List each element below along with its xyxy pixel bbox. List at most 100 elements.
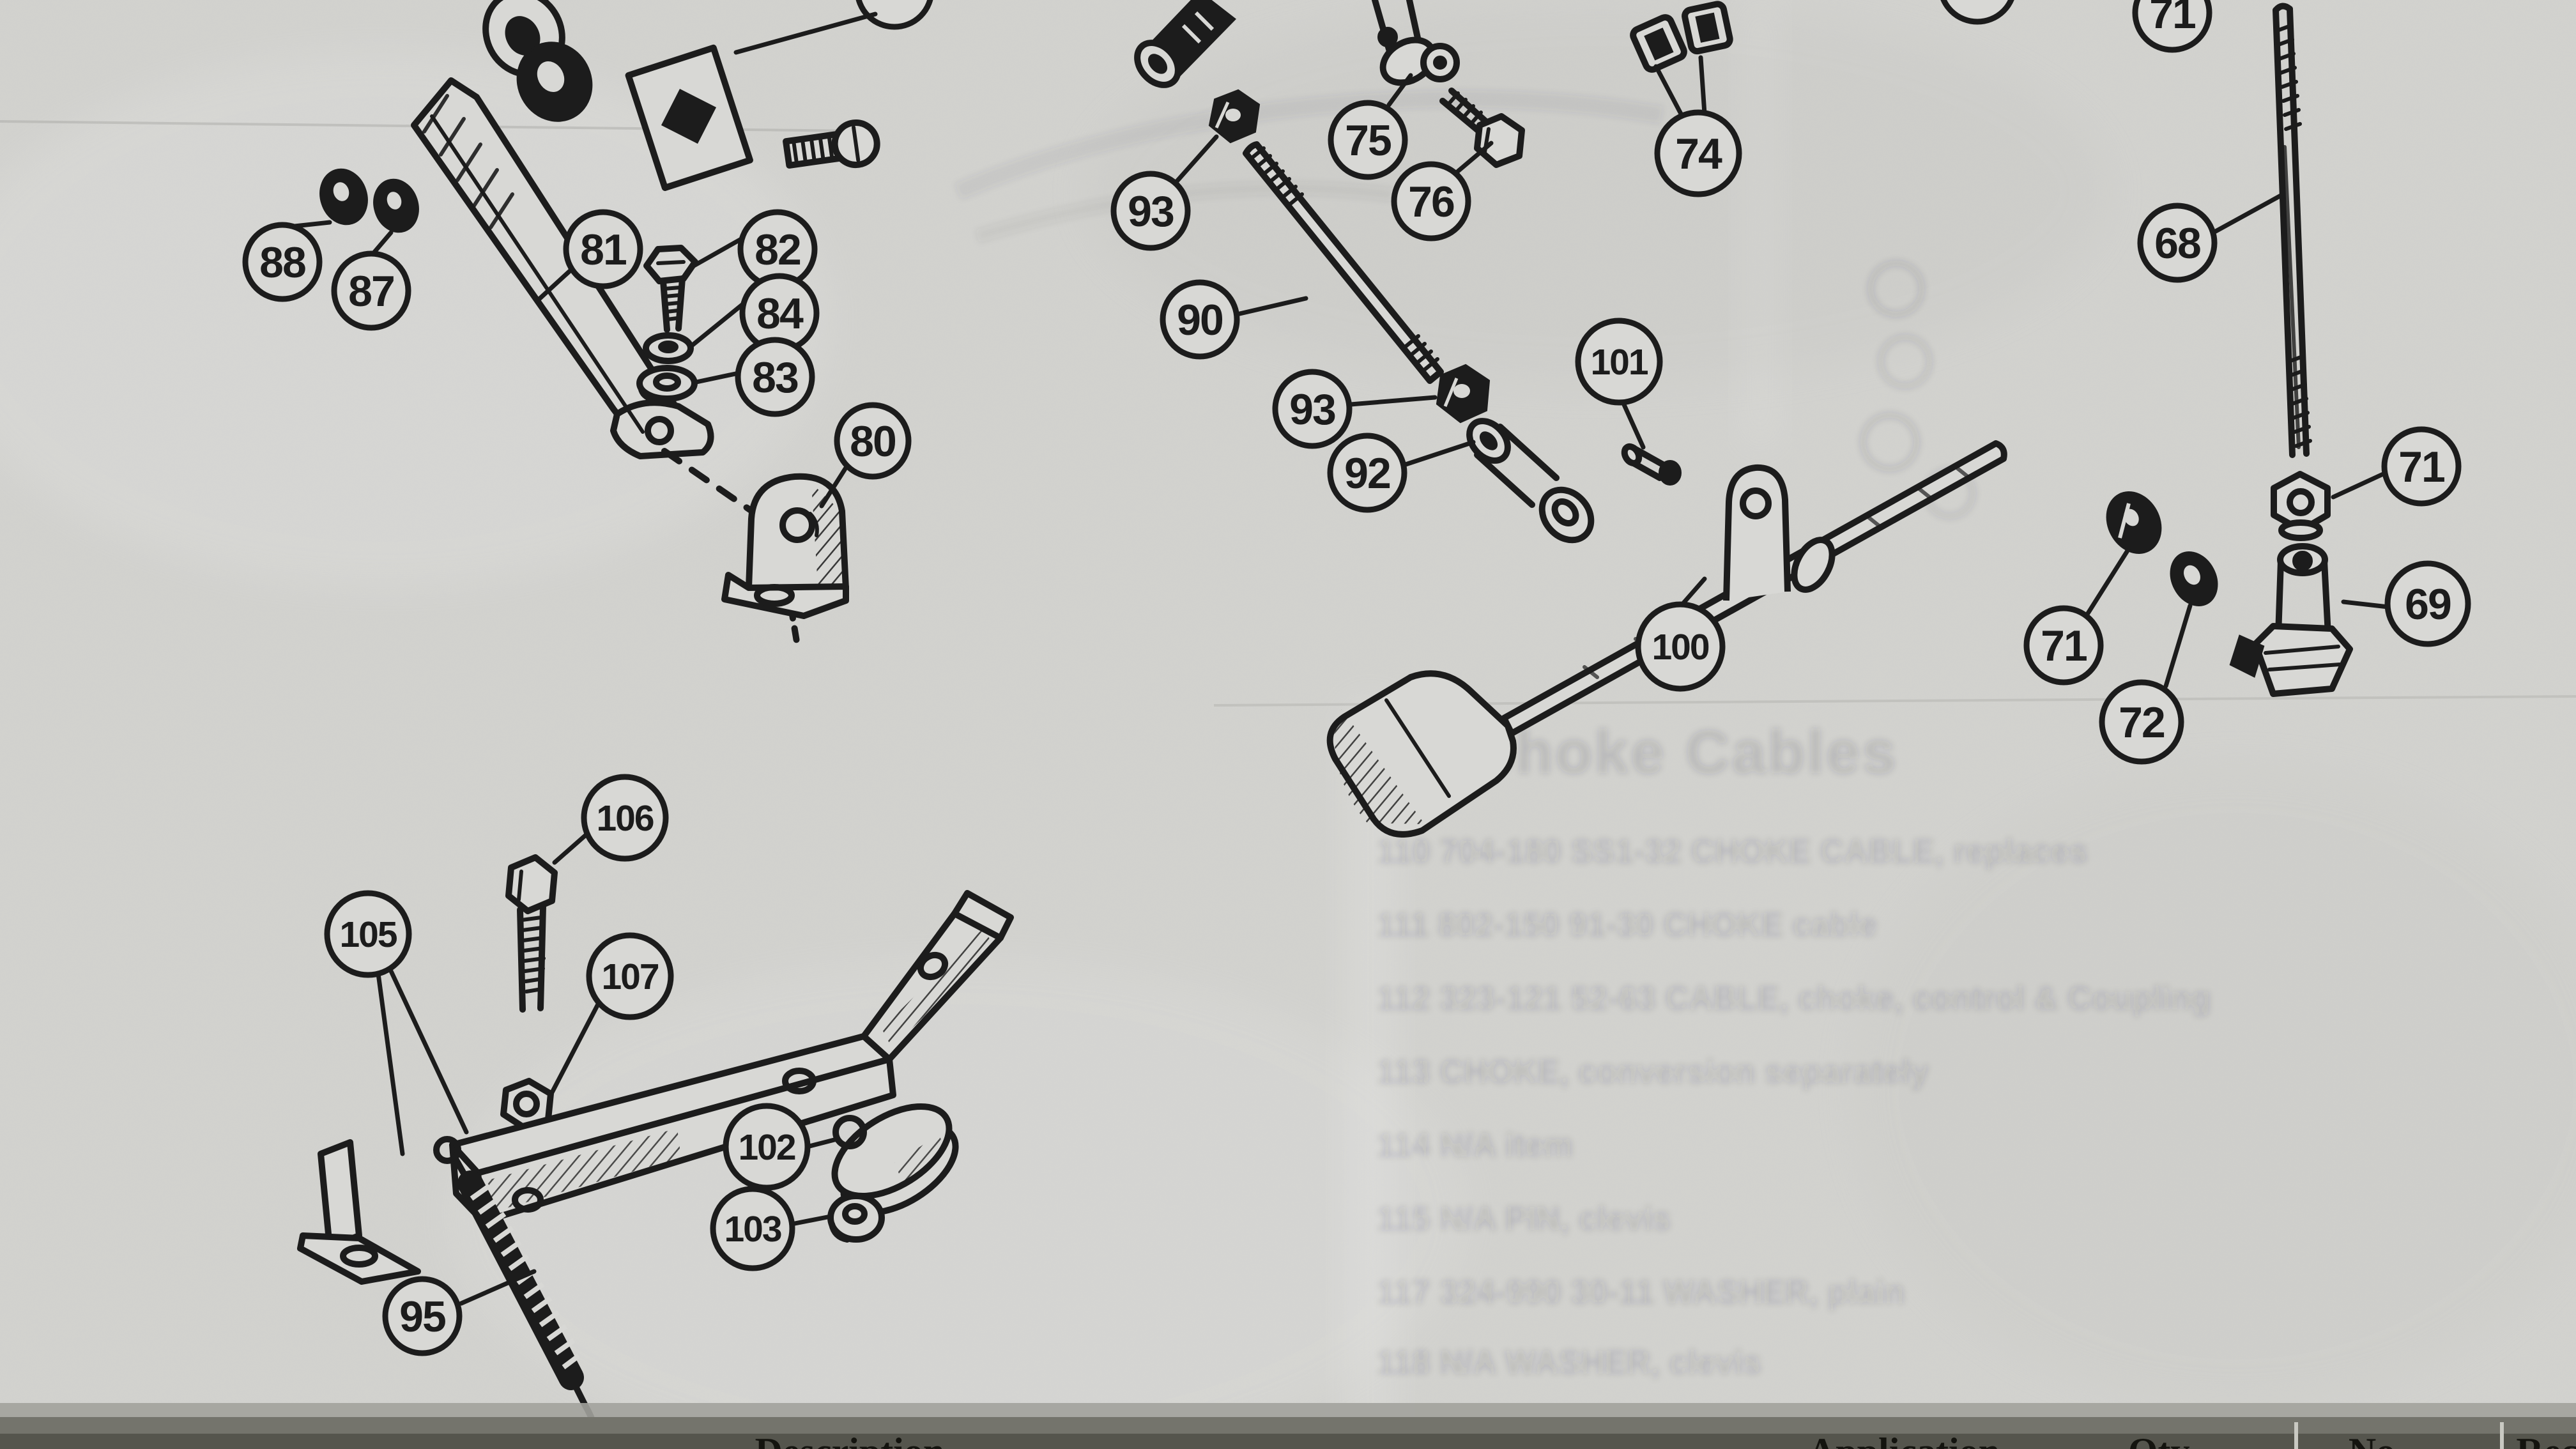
- part-trunnion-69: [2229, 543, 2353, 697]
- callout-71: 71: [2023, 548, 2130, 686]
- callout-number: 83: [752, 353, 798, 402]
- leader-line: [1698, 55, 1707, 116]
- callout-partial: [855, 0, 933, 30]
- callout-circle: [382, 1276, 463, 1356]
- part-clip-74-right: [1682, 1, 1733, 55]
- callout-100: 100: [1635, 576, 1726, 692]
- callout-number: 103: [724, 1209, 781, 1250]
- callout-circle: [710, 1186, 795, 1271]
- callout-number: 105: [339, 914, 397, 955]
- callout-71: 71: [2331, 426, 2462, 507]
- part-strap-81: [411, 77, 714, 459]
- callout-number: 76: [1408, 178, 1454, 226]
- show-through-ghosts: Choke Cables 110 704-180 SS1-32 CHOKE CA…: [954, 90, 2211, 1381]
- callout-83: 83: [694, 337, 815, 417]
- callout-circle: [2132, 0, 2212, 53]
- ghost-curve: [954, 90, 1663, 199]
- callout-72: 72: [2099, 603, 2193, 765]
- callout-74: 74: [1653, 55, 1742, 197]
- callout-92: 92: [1327, 433, 1476, 513]
- callout-number: 106: [596, 798, 653, 839]
- callout-102: 102: [723, 1103, 837, 1191]
- leader-line: [376, 971, 405, 1156]
- leader-line: [1620, 399, 1646, 450]
- leader-line: [1653, 64, 1684, 118]
- callout-103: 103: [710, 1186, 833, 1271]
- ghost-callout-circle: [1867, 260, 1925, 318]
- callout-82: 82: [691, 209, 818, 289]
- part-nut-93-lower: [1436, 364, 1491, 424]
- table-header-fragments: DescriptionApplicationQty.No.Req: [755, 1430, 2576, 1449]
- part-washer-72: [2170, 551, 2218, 607]
- callout-number: 95: [399, 1292, 445, 1341]
- callout-number: 74: [1675, 130, 1722, 178]
- callout-number: 80: [850, 417, 896, 466]
- callout-circle: [2023, 605, 2104, 686]
- callout-number: 90: [1177, 296, 1223, 344]
- table-header-fragment: No.: [2349, 1430, 2405, 1449]
- callout-circle: [586, 932, 674, 1020]
- callout-number: 68: [2154, 219, 2200, 268]
- leader-line: [789, 1214, 833, 1227]
- callout-69: 69: [2341, 560, 2471, 647]
- ghost-table-row: 115 N/A PIN, clevis: [1377, 1200, 1671, 1238]
- extra-leader-layer: [733, 12, 878, 55]
- bottom-table-band: DescriptionApplicationQty.No.Req: [0, 1403, 2576, 1449]
- callout-circle: [855, 0, 933, 30]
- part-pan-screw: [783, 119, 880, 169]
- callout-95: 95: [382, 1269, 537, 1356]
- ghost-table-row: 111 802-150 91-30 CHOKE cable: [1377, 907, 1877, 944]
- callout-circle: [581, 774, 669, 862]
- leader-line: [691, 236, 745, 268]
- part-bolt-106: [505, 854, 558, 1013]
- callout-number: 93: [1289, 385, 1335, 434]
- callout-106: 106: [552, 774, 669, 865]
- part-lock-washer-84: [643, 332, 694, 364]
- part-nut-71-right: [2271, 471, 2331, 541]
- callout-number: 71: [2398, 443, 2444, 491]
- ghost-heading: Choke Cables: [1469, 718, 1898, 786]
- part-lever-100: [1326, 440, 2007, 838]
- ghost-callout-circle: [1878, 334, 1933, 389]
- part-washer-nut-stack: [482, 0, 593, 122]
- leader-line: [2163, 603, 2193, 689]
- callout-68: 68: [2137, 193, 2283, 283]
- callout-88: 88: [242, 220, 332, 302]
- ghost-table-rows: 110 704-180 SS1-32 CHOKE CABLE, replaces…: [1377, 833, 2211, 1381]
- callout-number: 71: [2041, 622, 2087, 670]
- leader-line: [733, 12, 878, 55]
- callout-circle: [1654, 109, 1742, 197]
- callout-partial: [1940, 0, 2014, 25]
- callout-93: 93: [1272, 369, 1438, 449]
- callout-90: 90: [1160, 279, 1308, 360]
- callout-81: 81: [537, 209, 643, 302]
- leader-line: [459, 1269, 537, 1306]
- part-sleeve-top: [1134, 0, 1236, 88]
- leader-line: [1173, 134, 1219, 185]
- callout-number: 82: [755, 226, 801, 274]
- callout-105: 105: [324, 890, 469, 1156]
- callout-circle: [331, 250, 411, 331]
- callout-circle: [1391, 161, 1471, 241]
- leader-line: [2085, 548, 2130, 616]
- callout-circle: [1575, 318, 1663, 406]
- leader-line: [690, 301, 746, 348]
- callout-circle: [2137, 203, 2218, 283]
- part-rod-90: [1243, 141, 1444, 384]
- part-pin-101: [1621, 443, 1682, 486]
- part-nut-93-upper: [1208, 89, 1261, 144]
- paper-sheen: [0, 51, 831, 588]
- callout-80: 80: [819, 402, 912, 509]
- callout-number: 92: [1344, 449, 1390, 498]
- callout-number: 93: [1128, 187, 1174, 236]
- leader-line: [804, 1137, 837, 1149]
- part-nut-87: [373, 178, 419, 233]
- ghost-table-row: 114 N/A item: [1377, 1127, 1573, 1164]
- paper-crease-vertical: [1744, 0, 1776, 447]
- callout-circle: [242, 222, 323, 302]
- leader-line: [1680, 576, 1707, 607]
- callout-107: 107: [549, 932, 674, 1095]
- leader-line: [370, 230, 394, 257]
- callout-circle: [1328, 100, 1408, 180]
